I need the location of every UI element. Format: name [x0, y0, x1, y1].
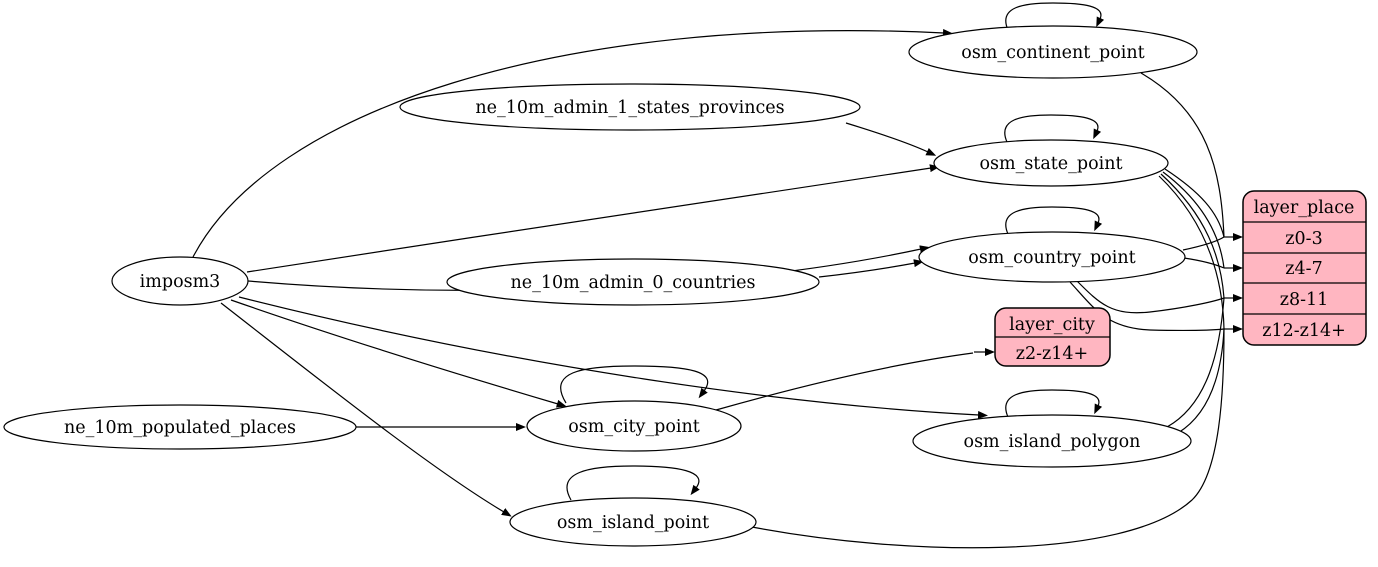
- arrows-into-layer_place-rows: [1224, 233, 1243, 333]
- edge-imposm3-to-osm_island_point: [220, 302, 512, 517]
- edge-osm_country_point-to-layer_place-z0-3: [1182, 236, 1225, 251]
- node-ne_10m_admin_1_states_provinces: ne_10m_admin_1_states_provinces: [399, 83, 861, 131]
- edge-osm_state_point-self-loop: [1004, 114, 1102, 143]
- node-osm_island_polygon-label: osm_island_polygon: [964, 432, 1141, 452]
- node-osm_country_point: osm_country_point: [918, 231, 1186, 283]
- edge-ne_10m_admin_1_states_provinces-to-osm_state_point: [845, 122, 937, 156]
- edge-osm_city_point-to-layer_city-z2-z14: [715, 352, 974, 411]
- edge-osm_country_point-to-layer_place-z8-11: [1076, 280, 1225, 314]
- record-layer_place-row-z0-3: z0-3: [1285, 229, 1322, 249]
- edge-imposm3-to-osm_city_point: [230, 299, 567, 408]
- node-osm_country_point-label: osm_country_point: [968, 248, 1135, 268]
- edge-osm_continent_point-self-loop: [1005, 2, 1105, 31]
- node-osm_city_point: osm_city_point: [526, 400, 742, 452]
- record-layer_city: layer_city z2-z14+: [994, 307, 1111, 367]
- edge-osm_state_point-to-layer_place-z12-z14: [1158, 175, 1225, 330]
- node-osm_continent_point: osm_continent_point: [908, 25, 1198, 79]
- node-osm_island_polygon: osm_island_polygon: [912, 414, 1192, 468]
- edge-ne_10m_admin_0_countries-to-osm_country_point: [818, 259, 924, 278]
- node-ne_10m_admin_0_countries: ne_10m_admin_0_countries: [446, 258, 820, 306]
- record-layer_city-title: layer_city: [1009, 315, 1095, 335]
- record-layer_place: layer_place z0-3 z4-7 z8-11 z12-z14+: [1242, 190, 1367, 346]
- record-layer_place-row-z12-z14: z12-z14+: [1262, 321, 1346, 341]
- node-ne_10m_populated_places-label: ne_10m_populated_places: [64, 418, 296, 438]
- node-osm_state_point: osm_state_point: [933, 139, 1169, 187]
- edge-osm_island_polygon-to-layer_place-z8-11: [1166, 297, 1225, 428]
- node-osm_state_point-label: osm_state_point: [979, 154, 1122, 174]
- edge-imposm3-to-osm_island_polygon: [238, 296, 988, 419]
- edge-osm_country_point-to-layer_place-z4-7: [1183, 257, 1225, 269]
- node-osm_state_point-shape: [933, 139, 1169, 187]
- edges-into-layer_place: [751, 72, 1225, 549]
- node-osm_continent_point-shape: [908, 25, 1198, 79]
- edge-osm_continent_point-to-layer_place-z0-3: [1140, 72, 1225, 238]
- edge-osm_state_point-to-layer_place-z4-7: [1162, 171, 1225, 269]
- node-ne_10m_admin_0_countries-shape: [446, 258, 820, 306]
- edge-osm_island_polygon-self-loop: [1005, 389, 1103, 418]
- node-imposm3-shape: [111, 256, 249, 306]
- node-osm_continent_point-label: osm_continent_point: [961, 43, 1144, 63]
- node-ne_10m_admin_1_states_provinces-shape: [399, 83, 861, 131]
- record-layer_place-title: layer_place: [1254, 198, 1355, 218]
- node-osm_city_point-shape: [526, 400, 742, 452]
- edges-natural-earth: [356, 122, 937, 431]
- node-imposm3: imposm3: [111, 256, 249, 306]
- edge-osm_country_point-to-layer_place-z12-z14: [1069, 281, 1225, 332]
- edge-osm_city_point-self-loop: [560, 365, 709, 404]
- node-ne_10m_admin_0_countries-label: ne_10m_admin_0_countries: [511, 273, 756, 293]
- edge-osm_state_point-to-layer_place-z0-3: [1164, 168, 1225, 238]
- node-osm_city_point-label: osm_city_point: [568, 417, 700, 437]
- node-ne_10m_populated_places-shape: [3, 404, 357, 450]
- edge-osm_island_point-to-layer_place-z12-z14: [751, 328, 1225, 549]
- edge-imposm3-to-osm_state_point: [246, 164, 940, 273]
- edges-self-loops: [560, 2, 1105, 501]
- node-ne_10m_populated_places: ne_10m_populated_places: [3, 404, 357, 450]
- record-layer_place-box: [1242, 190, 1367, 346]
- edge-osm_island_point-self-loop: [566, 465, 700, 501]
- node-osm_island_polygon-shape: [912, 414, 1192, 468]
- edge-imposm3-to-osm_continent_point: [192, 28, 953, 258]
- node-osm_island_point-label: osm_island_point: [557, 513, 709, 533]
- record-layer_place-row-z4-7: z4-7: [1285, 259, 1322, 279]
- node-osm_country_point-shape: [918, 231, 1186, 283]
- record-layer_city-row-z2-z14: z2-z14+: [1016, 344, 1088, 364]
- edge-osm_country_point-self-loop: [1005, 206, 1103, 235]
- node-osm_island_point-shape: [509, 497, 757, 547]
- record-layer_place-row-z8-11: z8-11: [1280, 290, 1329, 310]
- node-osm_island_point: osm_island_point: [509, 497, 757, 547]
- node-ne_10m_admin_1_states_provinces-label: ne_10m_admin_1_states_provinces: [475, 98, 784, 118]
- edge-osm_island_polygon-to-layer_place-z12-z14: [1177, 328, 1225, 434]
- node-imposm3-label: imposm3: [140, 272, 221, 292]
- edge-osm_state_point-to-layer_place-z8-11: [1160, 173, 1225, 299]
